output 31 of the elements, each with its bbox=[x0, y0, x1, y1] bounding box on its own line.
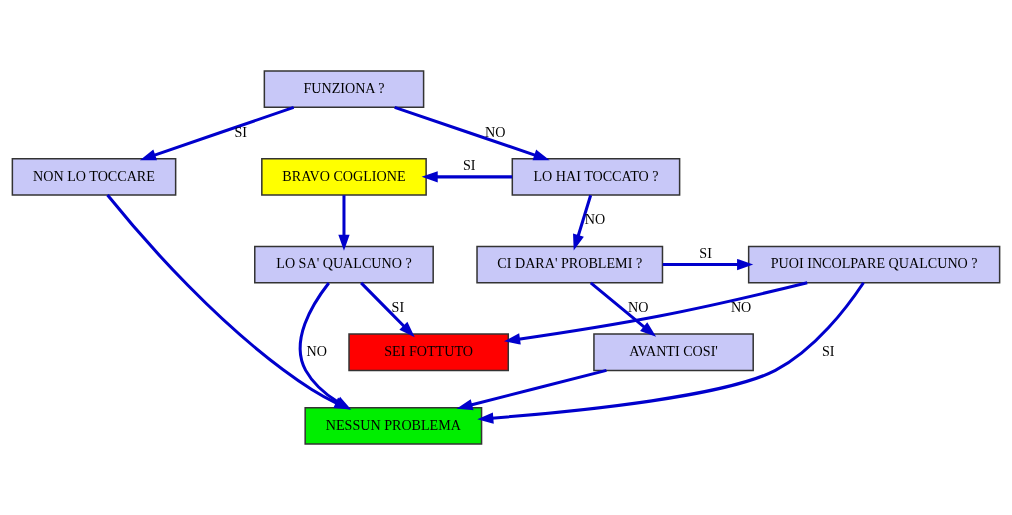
node-box: CI DARA' PROBLEMI ? bbox=[476, 245, 664, 284]
edge-label: SI bbox=[699, 244, 712, 261]
node-box: BRAVO COGLIONE bbox=[261, 157, 427, 196]
arrow bbox=[573, 194, 593, 251]
edge-label: SI bbox=[234, 123, 247, 140]
node-box: AVANTI COSI' bbox=[593, 333, 754, 372]
edge-label: NO bbox=[306, 342, 327, 359]
arrow bbox=[589, 281, 657, 337]
node-box: LO SA' QUALCUNO ? bbox=[254, 245, 434, 284]
node-box: FUNZIONA ? bbox=[263, 70, 425, 109]
edge-label: NO bbox=[730, 299, 752, 316]
node-box: NON LO TOCCARE bbox=[11, 157, 177, 196]
arrow bbox=[503, 281, 808, 345]
edge-label: NO bbox=[628, 299, 649, 316]
edge-label: SI bbox=[462, 157, 476, 174]
edge-label: NO bbox=[484, 123, 506, 140]
node-box: PUOI INCOLPARE QUALCUNO ? bbox=[747, 245, 1001, 284]
arrow bbox=[662, 258, 754, 271]
arrow bbox=[338, 195, 350, 251]
arrow bbox=[477, 281, 865, 424]
arrow bbox=[394, 106, 550, 161]
node-box: NESSUN PROBLEMA bbox=[304, 406, 483, 445]
arrow bbox=[360, 281, 415, 338]
node-box: SEI FOTTUTO bbox=[348, 333, 510, 372]
edge-label: NO bbox=[584, 211, 606, 228]
edge-label: SI bbox=[822, 342, 835, 359]
arrow bbox=[456, 368, 607, 411]
node-box: LO HAI TOCCATO ? bbox=[511, 157, 681, 196]
arrow bbox=[421, 171, 513, 183]
edge-label: SI bbox=[391, 299, 405, 316]
arrow bbox=[139, 106, 295, 161]
